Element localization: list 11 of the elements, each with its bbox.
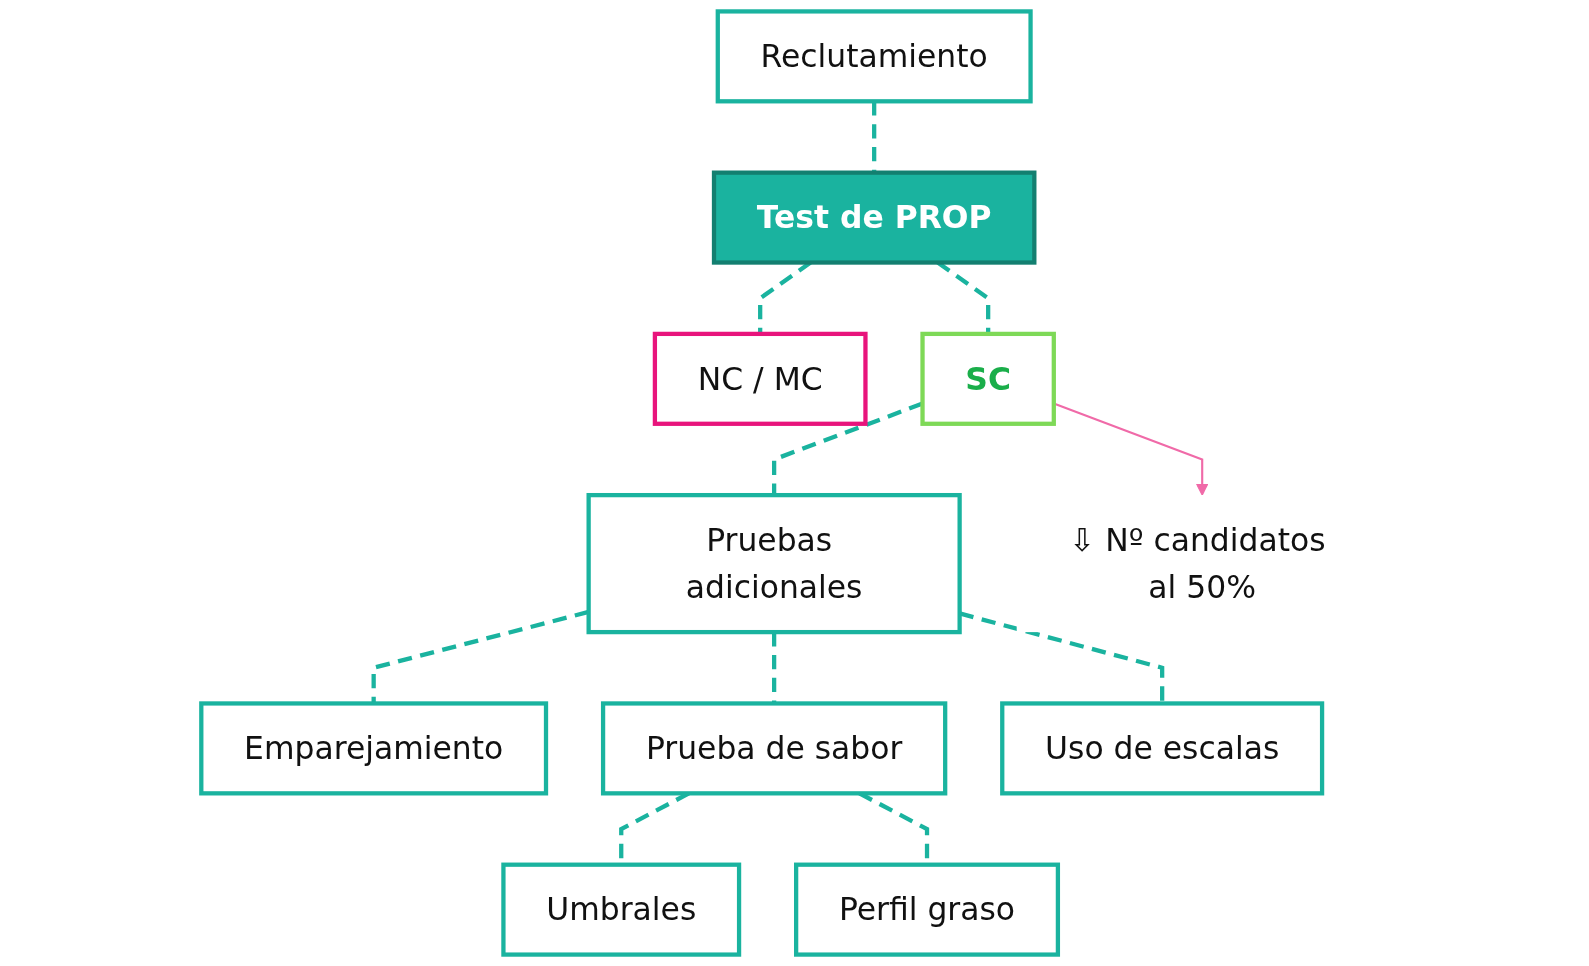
node-text: ⇩ Nº candidatos al 50% [1068, 522, 1326, 605]
node-box: Test de PROP [711, 170, 1037, 265]
node-box: SC [920, 331, 1056, 426]
node-box: Prueba de sabor [600, 701, 948, 796]
node-box: NC / MC [652, 331, 868, 426]
node-box: Perfil graso [794, 862, 1061, 957]
node-box: Pruebas adicionales [586, 493, 962, 635]
node-box: Uso de escalas [1000, 701, 1325, 796]
node-box: Reclutamiento [715, 9, 1033, 104]
node-box: Emparejamiento [199, 701, 549, 796]
node-box: Umbrales [501, 862, 742, 957]
